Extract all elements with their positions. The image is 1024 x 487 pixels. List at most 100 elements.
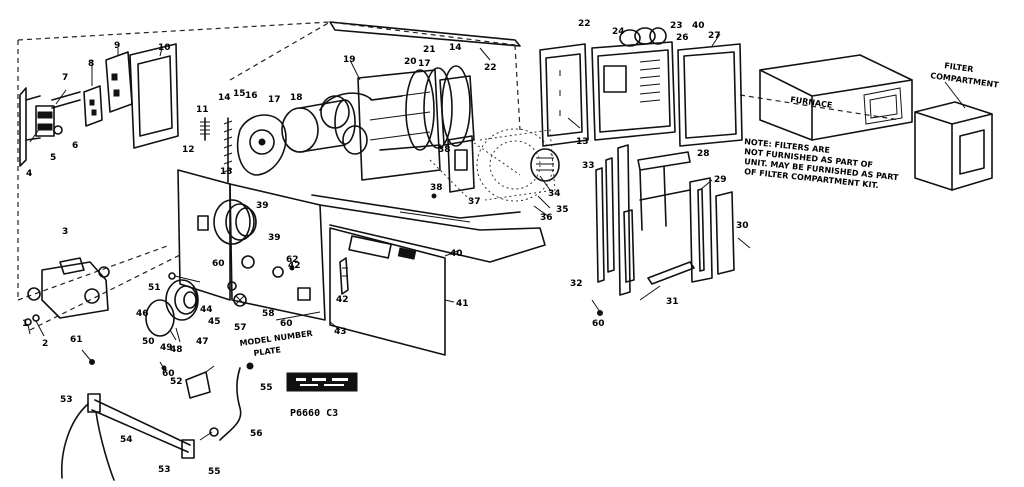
callout-37: 37 (468, 197, 481, 207)
switch-bracket-part-4 (19, 87, 41, 167)
callout-54: 54 (120, 435, 133, 445)
callout-24: 24 (612, 27, 625, 37)
model-plate-label-line-2: PLATE (253, 345, 281, 358)
panel-part-32 (595, 157, 615, 283)
callout-60d: 60 (592, 319, 605, 329)
burner-part-44-50 (145, 279, 199, 343)
callout-36: 36 (540, 213, 553, 223)
callout-13b: 13 (576, 137, 589, 147)
callout-14: 14 (218, 93, 231, 103)
callout-39: 39 (268, 233, 281, 243)
wiring-harness-part-54 (60, 393, 219, 481)
drawing-number: P6660 C3 (290, 408, 338, 419)
callout-35: 35 (556, 205, 569, 215)
callout-8: 8 (88, 59, 94, 69)
screw-part-60d (591, 299, 603, 316)
callout-29: 29 (714, 175, 727, 185)
callout-55b: 55 (208, 467, 221, 477)
rail-part-13b (617, 144, 635, 296)
filter-label-line-1: FILTER (944, 61, 974, 74)
callout-33: 33 (582, 161, 595, 171)
wire-part-56 (219, 362, 254, 441)
callout-45: 45 (208, 317, 221, 327)
callout-23: 23 (670, 21, 683, 31)
top-panel-part-22 (329, 21, 521, 47)
callout-11: 11 (196, 105, 209, 115)
leader-lines (29, 33, 751, 331)
pilot-part-57-58 (227, 281, 247, 307)
callout-4: 4 (26, 169, 32, 179)
callout-60b: 60 (162, 369, 175, 379)
part-42 (339, 257, 349, 295)
blower-motor-part-33 (530, 148, 560, 182)
callout-60: 60 (212, 259, 225, 269)
callout-1: 1 (22, 319, 28, 329)
callout-44: 44 (200, 305, 213, 315)
door-part-10 (129, 43, 179, 149)
callout-53b: 53 (158, 465, 171, 475)
gas-valve-part-3 (27, 257, 110, 319)
callout-38: 38 (430, 183, 443, 193)
callout-50: 50 (142, 337, 155, 347)
callout-22: 22 (484, 63, 497, 73)
blower-door-part-41 (329, 227, 446, 356)
callout-48: 48 (170, 345, 183, 355)
limit-control-part-11 (200, 117, 210, 141)
callout-14b: 14 (449, 43, 462, 53)
callout-49: 49 (160, 343, 173, 353)
heat-exchanger-part-19 (319, 69, 441, 181)
callout-46: 46 (136, 309, 149, 319)
callout-42b: 42 (336, 295, 349, 305)
callout-2: 2 (42, 339, 48, 349)
callout-56: 56 (250, 429, 263, 439)
callout-labels: 1 2 3 4 5 6 7 8 9 10 11 12 13 13 14 14 1… (22, 19, 749, 477)
callout-40: 40 (450, 249, 463, 259)
callout-40b: 40 (692, 21, 705, 31)
callout-13: 13 (220, 167, 233, 177)
door-part-27 (677, 43, 743, 147)
control-box-part-23 (591, 41, 676, 141)
orifice-part-51 (168, 272, 201, 283)
rollout-switch-part-24 (619, 27, 667, 47)
callout-43: 43 (334, 327, 347, 337)
callout-5: 5 (50, 153, 56, 163)
callout-52: 52 (170, 377, 183, 387)
filter-leader (944, 81, 966, 109)
orifice-part-61 (81, 349, 95, 365)
bracket-part-28 (637, 151, 691, 231)
filter-compartment-box (914, 101, 993, 191)
front-panel-part-12 (177, 169, 231, 301)
switch-part-5-6 (35, 105, 63, 137)
callout-26: 26 (676, 33, 689, 43)
callout-3: 3 (62, 227, 68, 237)
callout-18: 18 (290, 93, 303, 103)
callout-57: 57 (234, 323, 247, 333)
cabinet-outline (17, 21, 901, 331)
callout-27: 27 (708, 31, 721, 41)
door-panel-part-22b (539, 43, 589, 147)
channel-part-30 (715, 191, 735, 275)
screws (159, 193, 437, 373)
callout-19: 19 (343, 55, 356, 65)
callout-12: 12 (182, 145, 195, 155)
blower-housing (476, 128, 556, 202)
callout-9: 9 (114, 41, 120, 51)
callout-58: 58 (262, 309, 275, 319)
callout-10: 10 (158, 43, 171, 53)
vestibule-panel (229, 183, 326, 321)
callout-20: 20 (404, 57, 417, 67)
callout-21: 21 (423, 45, 436, 55)
callout-38b: 38 (438, 145, 451, 155)
burner-assembly-part-20-21 (405, 65, 475, 151)
ignitor-part-52 (185, 365, 215, 399)
callout-34: 34 (548, 189, 561, 199)
callout-17b: 17 (418, 59, 431, 69)
plate-part-8 (83, 85, 103, 127)
callout-41: 41 (456, 299, 469, 309)
callout-39b: 39 (256, 201, 269, 211)
callout-60c: 60 (280, 319, 293, 329)
callout-22b: 22 (578, 19, 591, 29)
callout-47: 47 (196, 337, 209, 347)
terminal-part-7 (51, 91, 81, 109)
